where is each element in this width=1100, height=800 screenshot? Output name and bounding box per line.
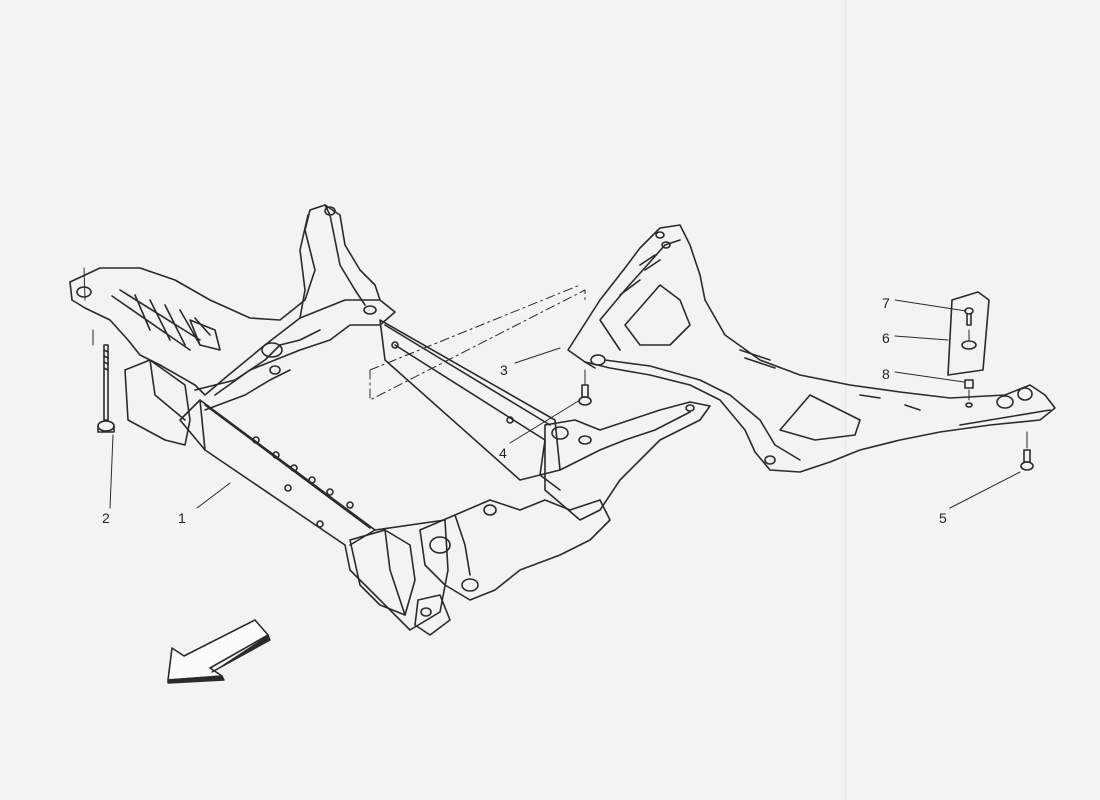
bracket-part-6 bbox=[947, 291, 990, 376]
bolt-part-4 bbox=[578, 369, 592, 406]
callout-7: 7 bbox=[882, 295, 890, 311]
scan-seam bbox=[845, 0, 846, 800]
bolt-part-2 bbox=[83, 267, 115, 433]
alignment-guide bbox=[369, 284, 586, 401]
callout-3: 3 bbox=[500, 362, 508, 378]
callout-4: 4 bbox=[499, 445, 507, 461]
callout-8: 8 bbox=[882, 366, 890, 382]
bolt-part-7 bbox=[964, 307, 974, 341]
nut-part-8 bbox=[964, 379, 974, 408]
arrow-down-left-icon bbox=[167, 619, 271, 684]
callout-5: 5 bbox=[939, 510, 947, 526]
callout-1: 1 bbox=[178, 510, 186, 526]
subframe-part-1 bbox=[69, 204, 711, 636]
reinforcement-plate-part-3 bbox=[567, 224, 1056, 473]
leader-lines bbox=[109, 299, 1021, 509]
bolt-part-5 bbox=[1020, 431, 1034, 471]
callout-6: 6 bbox=[882, 330, 890, 346]
callout-2: 2 bbox=[102, 510, 110, 526]
